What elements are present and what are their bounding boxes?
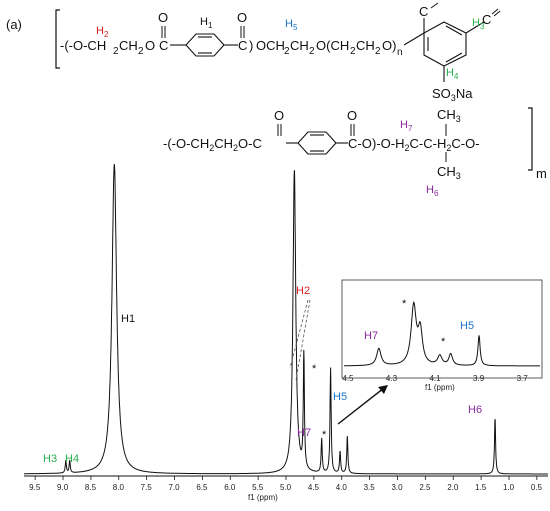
svg-text:CH: CH [290,38,309,53]
svg-text:C: C [159,38,168,53]
x-tick-label-1: 9.0 [57,483,69,492]
x-tick-label-8: 5.5 [252,483,264,492]
svg-text:O): O) [382,38,396,53]
svg-text:CH3: CH3 [437,107,461,124]
inset-panel: 4.5 4.3 4.1 3.9 3.7 f1 (ppm) H7 * * H5 [341,279,543,392]
x-tick-label-0: 9.5 [29,483,41,492]
chain2-start: -(-O-CH2CH2O-C [163,136,262,153]
sulfonate-group: SO3Na [432,86,473,103]
peak-label-h3: H3 [43,453,57,465]
x-tick-label-11: 4.0 [336,483,348,492]
h2-subscript: 2 [113,46,119,57]
peak-label-h7: H7 [297,427,311,439]
repeat-bracket-right [528,107,533,171]
svg-text:2: 2 [284,46,290,57]
svg-text:O(CH: O(CH [316,38,349,53]
svg-text:n: n [397,47,403,58]
inset-label-h5: H5 [460,320,474,332]
x-tick-label-12: 3.5 [364,483,376,492]
svg-text:2: 2 [350,46,356,57]
x-tick-label-16: 1.5 [475,483,487,492]
svg-text:OCH: OCH [256,38,285,53]
svg-text:O: O [274,108,284,123]
x-tick-label-4: 7.5 [141,483,153,492]
svg-text:C: C [482,12,491,27]
peak-label-h2: H2 [296,285,310,297]
svg-text:2: 2 [309,46,315,57]
x-axis-label: f1 (ppm) [248,493,278,502]
peak-label-h5: H5 [333,391,347,403]
inset-tick-label-1: 4.3 [386,374,398,383]
inset-tick-label-2: 4.1 [429,374,441,383]
benzene-ring-1 [170,33,238,57]
x-tick-label-18: 0.5 [531,483,543,492]
benzene-ring-2 [286,131,348,155]
x-tick-label-2: 8.5 [85,483,97,492]
inset-star-2: * [441,336,446,348]
inset-tick-label-4: 3.7 [517,374,529,383]
chain-start: -(-O-CH [60,38,106,53]
svg-text:O: O [347,108,357,123]
peak-label-h1: H1 [121,313,135,325]
inset-tick-label-3: 3.9 [473,374,485,383]
svg-text:)-O-H2C-C-H2C-O-: )-O-H2C-C-H2C-O- [372,136,480,153]
x-tick-label-9: 5.0 [280,483,292,492]
peak-label-h6: H6 [468,404,482,416]
x-tick-label-3: 8.0 [113,483,125,492]
svg-text:C-O: C-O [348,136,372,151]
peak-star-2: * [322,429,327,441]
h4-structure-label: H4 [446,67,459,81]
inset-tick-label-0: 4.5 [342,374,354,383]
x-tick-label-17: 1.0 [503,483,515,492]
h2-structure-label: H2 [96,25,109,39]
svg-text:2: 2 [138,46,144,57]
inset-x-axis-label: f1 (ppm) [425,383,455,392]
svg-text:C: C [238,38,247,53]
x-tick-label-5: 7.0 [169,483,181,492]
x-tick-label-10: 4.5 [308,483,320,492]
inset-label-h7: H7 [364,330,378,342]
peak-label-h4: H4 [65,453,79,465]
figure-label: (a) [6,17,22,32]
svg-text:CH3: CH3 [437,164,461,181]
sulfoisophthalate-ring [403,18,485,82]
svg-text:2: 2 [375,46,381,57]
x-tick-label-6: 6.5 [196,483,208,492]
repeat-bracket-left [55,9,60,69]
inset-star-1: * [402,298,407,310]
chain-ch2o: CH [119,38,138,53]
nmr-spectrum: 9.5 9.0 8.5 8.0 7.5 7.0 6.5 6.0 5.5 5.0 4.5 4.0 3.5 3… [24,163,548,502]
h1-structure-label: H1 [200,16,213,30]
svg-text:O: O [237,10,247,25]
x-tick-label-15: 2.0 [447,483,459,492]
h7-structure-label: H7 [400,119,413,133]
h6-structure-label: H6 [426,184,439,198]
x-tick-label-13: 3.0 [391,483,403,492]
svg-text:O: O [145,38,155,53]
svg-text:O: O [158,10,168,25]
peak-star-1: * [312,363,317,375]
svg-text:): ) [249,38,253,53]
x-tick-label-14: 2.5 [419,483,431,492]
x-tick-label-7: 6.0 [224,483,236,492]
svg-text:C: C [419,4,428,19]
h5-structure-label: H5 [285,18,298,32]
svg-text:CH: CH [356,38,375,53]
svg-text:m: m [536,166,547,181]
